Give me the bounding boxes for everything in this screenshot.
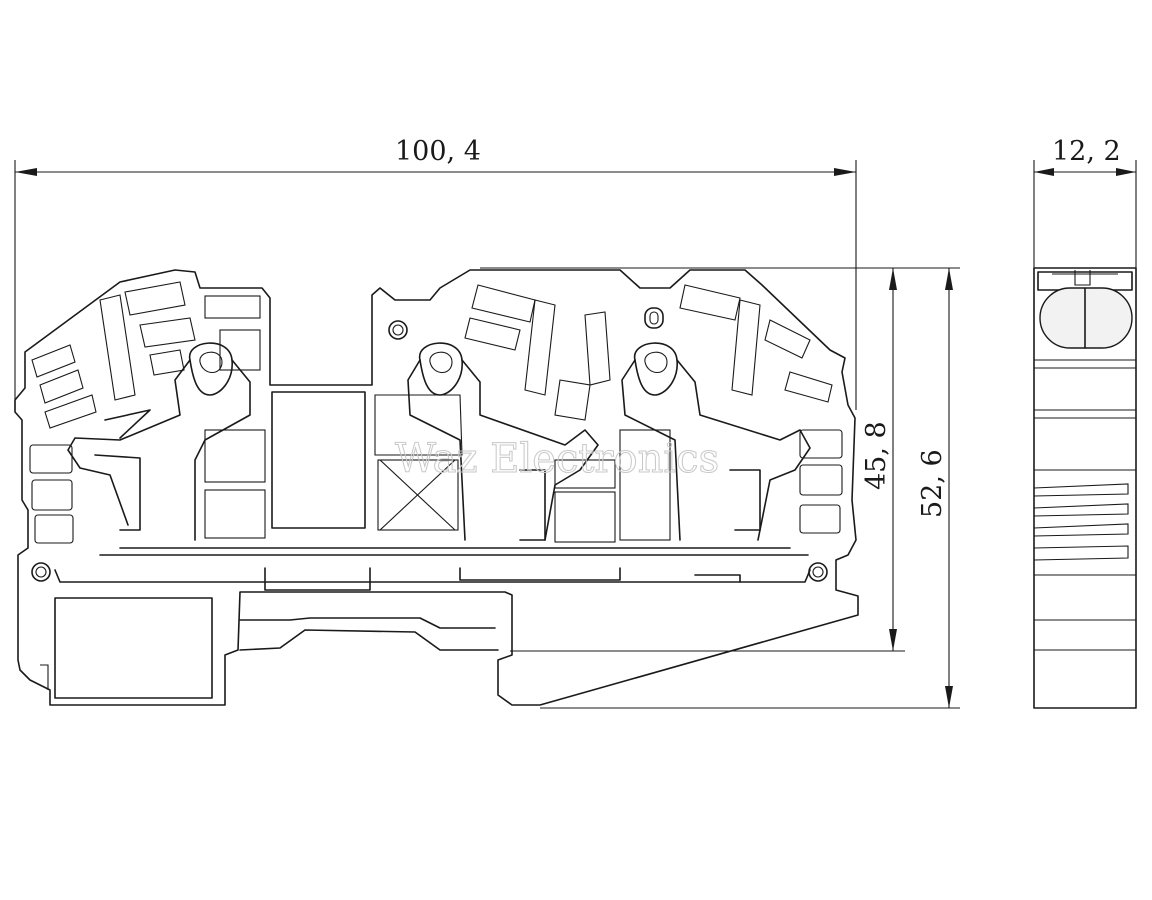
foot-rail: [54, 597, 213, 699]
center-bridge: [239, 617, 496, 629]
spring-clamp-3: [621, 342, 811, 541]
test-hole-right: [644, 307, 664, 329]
side-view-grip-lines: [1033, 483, 1129, 561]
dimension-overall-width: 100, 4: [14, 136, 857, 410]
front-view: Waz Electronics: [14, 269, 859, 706]
side-view: [1033, 267, 1137, 709]
side-view-release-slot: [1039, 287, 1133, 349]
mounting-hole-right: [808, 562, 828, 582]
mounting-hole-left: [31, 562, 51, 582]
dimension-heights: 45, 8 52, 6: [480, 267, 960, 709]
test-hole-left: [388, 320, 408, 340]
spring-clamp-1: [67, 342, 251, 541]
dimension-label-height-total: 52, 6: [917, 449, 948, 518]
dimension-label-side-width: 12, 2: [1052, 136, 1121, 167]
spring-clamp-2: [407, 342, 599, 541]
watermark-text: Waz Electronics: [395, 436, 719, 482]
dimension-side-width: 12, 2: [1033, 136, 1137, 270]
dimension-label-height-small: 45, 8: [861, 421, 892, 490]
inner-channel: [271, 391, 366, 529]
housing-ribs: [29, 281, 843, 544]
housing-outline: [14, 269, 859, 706]
dimension-label-overall-width: 100, 4: [395, 136, 481, 167]
